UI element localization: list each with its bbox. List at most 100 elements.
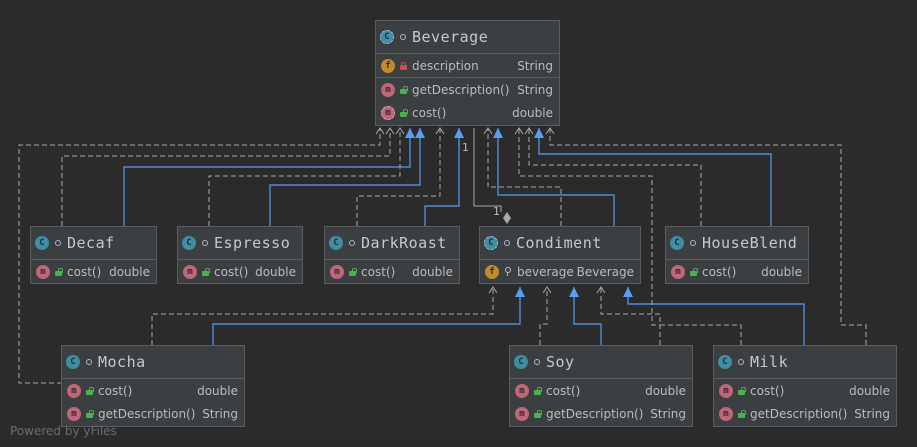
class-icon: C [182,236,196,250]
public-lock-icon [55,267,63,276]
class-header: C Soy [510,346,692,379]
public-lock-icon [534,409,542,418]
dependency-edge-mocha-condiment [151,287,494,345]
dependency-edge-houseblend-beverage [528,128,702,226]
member-name: getDescription() [750,406,848,421]
watermark-text: Powered by yFiles [10,424,117,438]
public-lock-icon [738,386,746,395]
method-icon: m [719,383,733,398]
class-name: Beverage [412,28,489,46]
member-name: cost() [214,264,249,279]
field-icon: f [381,58,395,73]
class-espresso[interactable]: C Espresso m cost() double [177,226,303,284]
class-icon: C [329,236,343,250]
class-name: HouseBlend [702,234,798,252]
public-lock-icon [690,267,698,276]
member-type: double [412,264,453,279]
member-row[interactable]: f beverage Beverage [480,260,640,283]
member-row[interactable]: m cost() double [178,260,302,283]
member-row[interactable]: m cost() double [62,379,244,402]
inheritance-arrow-soy [569,287,579,297]
class-beverage[interactable]: C Beverage f description String m getDes… [375,20,560,126]
member-type: double [512,105,553,120]
abstract-class-icon: C [380,30,394,44]
class-name: DarkRoast [361,234,447,252]
visibility-icon [202,240,208,246]
public-lock-icon [86,409,94,418]
member-row[interactable]: m cost() double [510,379,692,402]
aggregation-diamond [503,212,511,224]
class-condiment[interactable]: C Condiment f beverage Beverage [479,226,641,284]
public-lock-icon [202,267,210,276]
class-decaf[interactable]: C Decaf m cost() double [30,226,157,284]
member-name: description [412,58,479,73]
method-icon: m [67,406,81,421]
member-name: cost() [98,383,133,398]
member-row[interactable]: m getDescription() String [510,402,692,425]
member-type: double [255,264,296,279]
member-type: Beverage [576,264,634,279]
member-row[interactable]: m getDescription() String [714,402,896,425]
method-icon: m [671,264,685,279]
public-lock-icon [349,267,357,276]
member-row[interactable]: m cost() double [376,101,559,124]
inheritance-arrow-condiment [493,128,503,138]
class-mocha[interactable]: C Mocha m cost() double m getDescription… [61,345,245,427]
inheritance-edge-espresso-beverage [269,128,421,226]
abstract-method-icon: m [381,105,395,120]
member-name: cost() [361,264,396,279]
class-header: C Mocha [62,346,244,379]
member-type: String [517,82,553,97]
inheritance-edge-mocha-condiment [212,287,521,345]
inheritance-arrow-houseblend [534,128,544,138]
inheritance-arrow-espresso [415,128,425,138]
dependency-edge-condiment-beverage [487,128,562,226]
member-name: cost() [702,264,737,279]
member-type: String [202,406,238,421]
member-row[interactable]: m cost() double [325,260,459,283]
class-houseblend[interactable]: C HouseBlend m cost() double [665,226,809,284]
class-name: Mocha [98,353,146,371]
class-name: Espresso [214,234,291,252]
package-key-icon [504,267,512,276]
member-row[interactable]: m getDescription() String [376,77,559,101]
class-icon: C [514,355,528,369]
member-row[interactable]: f description String [376,54,559,77]
class-header: C Decaf [31,227,156,260]
class-soy[interactable]: C Soy m cost() double m getDescription()… [509,345,693,427]
member-type: double [197,383,238,398]
dependency-edge-mocha-beverage [18,128,381,384]
method-icon: m [719,406,733,421]
member-type: String [650,406,686,421]
class-header: C DarkRoast [325,227,459,260]
class-header: C Milk [714,346,896,379]
class-header: C HouseBlend [666,227,808,260]
dependency-edge-decaf-beverage [61,128,391,226]
member-type: double [849,383,890,398]
public-lock-icon [738,409,746,418]
member-name: cost() [546,383,581,398]
member-row[interactable]: m cost() double [31,260,156,283]
field-icon: f [485,264,499,279]
visibility-icon [349,240,355,246]
public-lock-icon [534,386,542,395]
member-name: getDescription() [98,406,196,421]
member-name: cost() [750,383,785,398]
member-row[interactable]: m cost() double [714,379,896,402]
class-darkroast[interactable]: C DarkRoast m cost() double [324,226,460,284]
method-icon: m [330,264,344,279]
class-milk[interactable]: C Milk m cost() double m getDescription(… [713,345,897,427]
inheritance-edge-decaf-beverage [123,128,411,226]
member-type: String [517,58,553,73]
method-icon: m [67,383,81,398]
member-name: cost() [412,105,447,120]
member-name: getDescription() [546,406,644,421]
inheritance-arrow-milk [623,287,633,297]
inheritance-edge-condiment-beverage [497,128,615,226]
class-icon: C [718,355,732,369]
member-row[interactable]: m cost() double [666,260,808,283]
member-type: String [854,406,890,421]
inheritance-edge-darkroast-beverage [424,128,460,226]
member-row[interactable]: m getDescription() String [62,402,244,425]
visibility-icon [504,240,510,246]
